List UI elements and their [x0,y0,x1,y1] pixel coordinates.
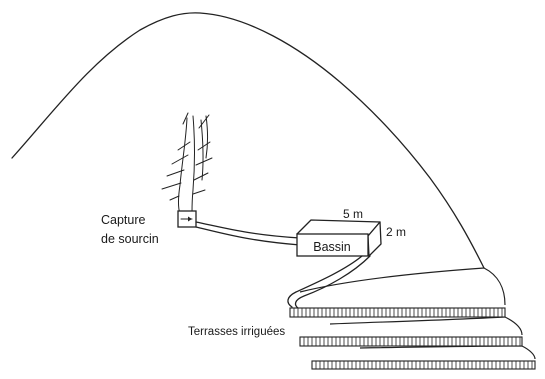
ravine-strokes [162,113,212,214]
capture-label-line2: de sourcin [101,232,159,246]
basin-width-label: 2 m [386,225,406,239]
spring-capture-box [178,211,196,227]
terrace-top-slope-1 [300,268,484,292]
basin-label: Bassin [313,240,351,254]
terrace-top-slope-2 [330,317,505,324]
terraces-label: Terrasses irriguées [188,326,285,338]
mountain-outline [12,13,484,268]
basin-length-label: 5 m [343,207,363,221]
basin-box: Bassin [297,220,381,256]
pipe-to-terraces [288,256,370,308]
terrace-step-3 [312,346,535,369]
capture-label-line1: Capture [101,213,146,227]
terraces-group [290,268,535,369]
pipe-to-basin [196,222,300,245]
